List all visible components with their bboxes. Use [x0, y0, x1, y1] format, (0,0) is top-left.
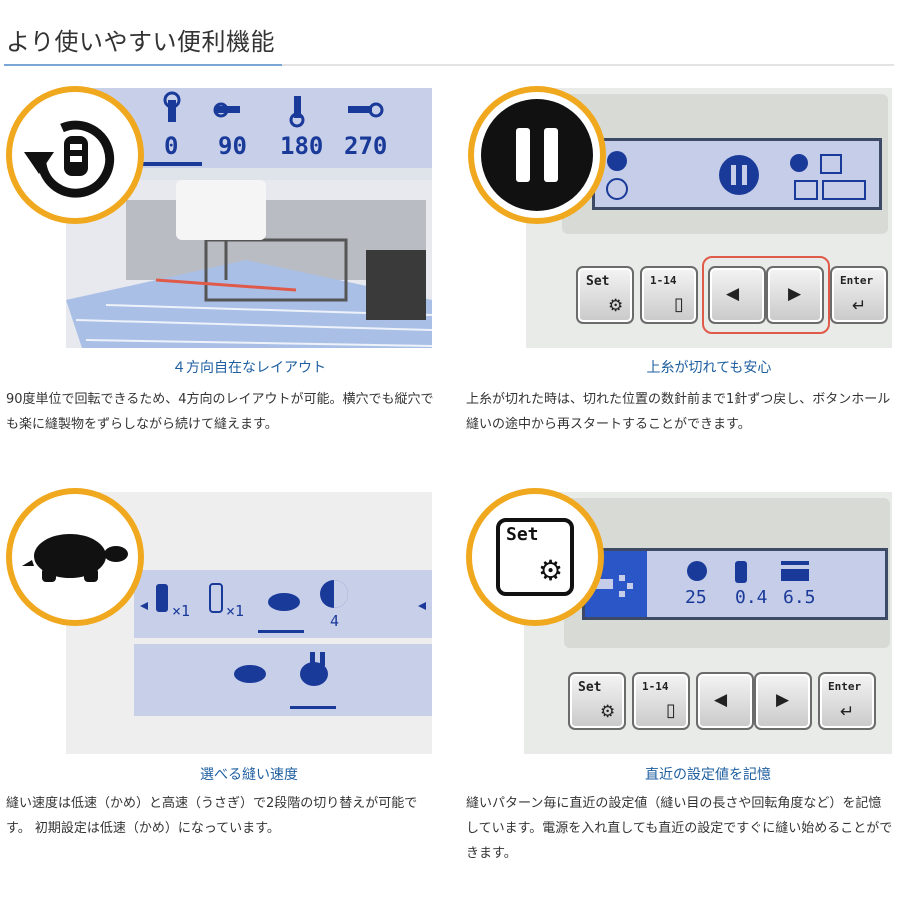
pattern-range-label: 1-14 — [650, 274, 677, 287]
lcd-value-stitch: 25 — [685, 587, 707, 608]
speed-screen-icons — [140, 580, 426, 633]
left-arrow-button-2[interactable]: ◀ — [696, 672, 754, 730]
lcd-value-length: 0.4 — [735, 587, 768, 608]
set-button-label: Set — [586, 274, 610, 289]
buttonhole-icon: ▯ — [674, 294, 684, 315]
rotate-icon — [24, 120, 115, 198]
feature-caption-memory: 直近の設定値を記憶 — [645, 767, 771, 783]
enter-arrow-icon: ↵ — [840, 702, 855, 722]
feature-description-memory: 縫いパターン毎に直近の設定値（縫い目の長さや回転角度など）を記憶しています。電源… — [466, 796, 893, 861]
lcd-speed-display-2 — [134, 644, 432, 716]
right-arrow-icon: ▶ — [776, 690, 790, 710]
left-arrow-button[interactable]: ◀ — [708, 266, 766, 324]
lcd-multiplier-1: ×1 — [172, 602, 191, 620]
set-button-2[interactable]: Set ⚙ — [568, 672, 626, 730]
left-arrow-icon: ◀ — [726, 284, 740, 304]
feature-description-layout: 90度単位で回転できるため、4方向のレイアウトが可能。横穴でも縦穴でも楽に縫製物… — [6, 392, 434, 432]
feature-badge-rotate — [6, 86, 144, 224]
right-arrow-icon: ▶ — [788, 284, 802, 304]
lcd-pause-display — [592, 138, 882, 210]
enter-arrow-icon: ↵ — [852, 296, 867, 316]
lcd-multiplier-2: ×1 — [226, 602, 245, 620]
lcd-value-0: 0 — [164, 132, 179, 160]
pattern-range-button-2[interactable]: 1-14 ▯ — [632, 672, 690, 730]
pause-icon — [481, 99, 593, 211]
pattern-range-label: 1-14 — [642, 680, 669, 693]
gear-icon: ⚙ — [608, 296, 624, 316]
page-title: より使いやすい便利機能 — [6, 28, 276, 56]
rotation-orientation-icons — [142, 91, 384, 166]
enter-button-2[interactable]: Enter ↵ — [818, 672, 876, 730]
enter-button-label: Enter — [840, 274, 874, 287]
feature-photo-memory: 25 0.4 6.5 Set ⚙ 1-14 ▯ ◀ ▶ Enter ↵ — [524, 492, 892, 754]
left-arrow-icon: ◀ — [714, 690, 728, 710]
title-divider-accent — [4, 64, 282, 66]
speed-option-icons — [234, 652, 336, 709]
turtle-icon — [22, 534, 128, 582]
sewing-machine-photo — [66, 180, 432, 348]
set-button[interactable]: Set ⚙ — [576, 266, 634, 324]
gear-icon: ⚙ — [600, 702, 616, 722]
lcd-memory-display: 25 0.4 6.5 — [582, 548, 888, 620]
enter-button[interactable]: Enter ↵ — [830, 266, 888, 324]
right-arrow-button[interactable]: ▶ — [766, 266, 824, 324]
set-key-icon-label: Set — [506, 524, 539, 545]
feature-badge-set: Set ⚙ — [466, 488, 604, 626]
lcd-contrast-value: 4 — [330, 612, 340, 630]
lcd-value-90: 90 — [218, 132, 247, 160]
feature-caption-speed: 選べる縫い速度 — [200, 767, 298, 783]
set-key-icon: Set ⚙ — [496, 518, 574, 596]
right-arrow-button-2[interactable]: ▶ — [754, 672, 812, 730]
feature-description-thread: 上糸が切れた時は、切れた位置の数針前まで1針ずつ戻し、ボタンホール縫いの途中から… — [466, 392, 891, 432]
pause-screen-icons — [606, 151, 866, 200]
lcd-value-width: 6.5 — [783, 587, 816, 608]
feature-badge-pause — [468, 86, 606, 224]
lcd-speed-display-1: ×1 ×1 4 — [134, 570, 432, 638]
gear-icon: ⚙ — [538, 554, 564, 587]
feature-badge-turtle — [6, 488, 144, 626]
lcd-value-270: 270 — [344, 132, 388, 160]
lcd-value-180: 180 — [280, 132, 324, 160]
enter-button-label: Enter — [828, 680, 862, 693]
feature-caption-layout: ４方向自在なレイアウト — [172, 360, 326, 376]
title-divider — [4, 64, 894, 66]
feature-description-speed: 縫い速度は低速（かめ）と高速（うさぎ）で2段階の切り替えが可能です。 初期設定は… — [6, 796, 418, 836]
arrow-keys-highlight — [702, 256, 830, 334]
feature-photo-layout: 0 90 180 270 — [66, 88, 432, 348]
feature-caption-thread: 上糸が切れても安心 — [646, 360, 772, 376]
buttonhole-icon: ▯ — [666, 700, 676, 721]
pattern-range-button[interactable]: 1-14 ▯ — [640, 266, 698, 324]
set-button-label: Set — [578, 680, 602, 695]
